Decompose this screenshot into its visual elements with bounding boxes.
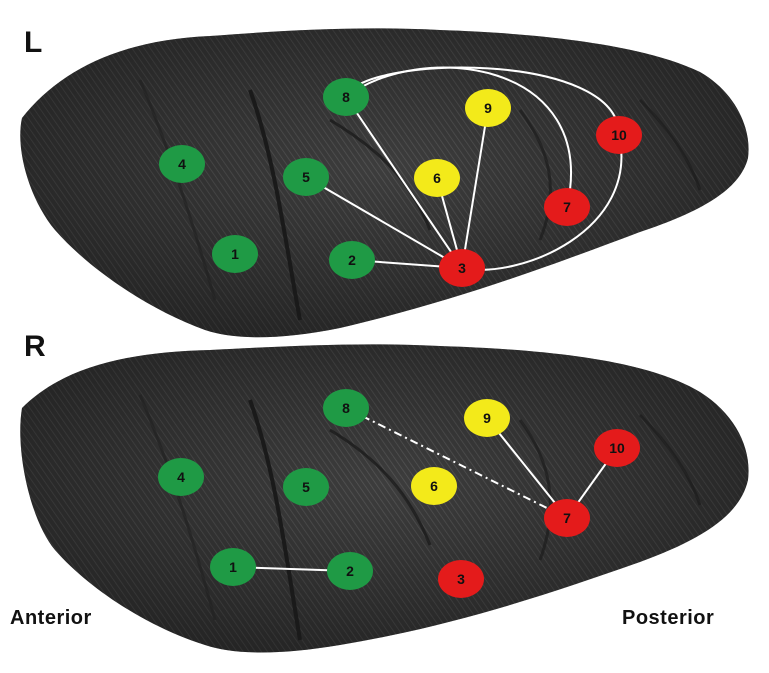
node-r-3-label: 3 <box>457 571 465 587</box>
node-r-5: 5 <box>283 468 329 506</box>
node-l-7-circle <box>544 188 590 226</box>
node-l-6-circle <box>414 159 460 197</box>
node-l-8-label: 8 <box>342 89 350 105</box>
node-l-10: 10 <box>596 116 642 154</box>
edge-l-3-10 <box>461 134 623 271</box>
node-l-4-circle <box>159 145 205 183</box>
node-l-1-circle <box>212 235 258 273</box>
node-r-8-label: 8 <box>342 400 350 416</box>
node-r-9-circle <box>464 399 510 437</box>
node-r-2-label: 2 <box>346 563 354 579</box>
edge-l-8-7 <box>345 66 572 208</box>
node-r-6-circle <box>411 467 457 505</box>
node-r-9-label: 9 <box>483 410 491 426</box>
node-r-1: 1 <box>210 548 256 586</box>
panel-l-tissue <box>20 28 749 338</box>
node-r-1-label: 1 <box>229 559 237 575</box>
node-l-2-label: 2 <box>348 252 356 268</box>
node-r-1-circle <box>210 548 256 586</box>
node-l-9-circle <box>465 89 511 127</box>
node-l-6: 6 <box>414 159 460 197</box>
node-l-8: 8 <box>323 78 369 116</box>
node-l-2: 2 <box>329 241 375 279</box>
node-r-8: 8 <box>323 389 369 427</box>
node-l-7-label: 7 <box>563 199 571 215</box>
panel-label-r: R <box>24 330 46 363</box>
node-r-5-circle <box>283 468 329 506</box>
edge-l-3-9 <box>461 107 489 269</box>
node-l-1: 1 <box>212 235 258 273</box>
edge-l-3-5 <box>305 176 463 269</box>
edge-r-9-7 <box>486 417 568 519</box>
node-r-4: 4 <box>158 458 204 496</box>
node-r-7-circle <box>544 499 590 537</box>
orientation-anterior: Anterior <box>10 607 92 629</box>
node-r-7: 7 <box>544 499 590 537</box>
node-r-4-label: 4 <box>177 469 185 485</box>
node-r-3: 3 <box>438 560 484 598</box>
panel-label-l: L <box>24 26 43 59</box>
node-l-10-circle <box>596 116 642 154</box>
node-l-10-label: 10 <box>611 127 627 143</box>
node-r-9: 9 <box>464 399 510 437</box>
node-l-9-label: 9 <box>484 100 492 116</box>
node-l-5-circle <box>283 158 329 196</box>
node-r-7-label: 7 <box>563 510 571 526</box>
node-l-5: 5 <box>283 158 329 196</box>
node-l-7: 7 <box>544 188 590 226</box>
node-l-5-label: 5 <box>302 169 310 185</box>
node-l-2-circle <box>329 241 375 279</box>
node-l-3: 3 <box>439 249 485 287</box>
node-l-1-label: 1 <box>231 246 239 262</box>
node-l-8-circle <box>323 78 369 116</box>
node-l-4-label: 4 <box>178 156 186 172</box>
edge-l-3-8 <box>345 96 463 269</box>
node-r-6-label: 6 <box>430 478 438 494</box>
node-l-4: 4 <box>159 145 205 183</box>
node-r-6: 6 <box>411 467 457 505</box>
node-l-3-circle <box>439 249 485 287</box>
node-r-10: 10 <box>594 429 640 467</box>
node-l-3-label: 3 <box>458 260 466 276</box>
node-r-2-circle <box>327 552 373 590</box>
node-r-8-circle <box>323 389 369 427</box>
edge-r-8-7 <box>345 407 568 519</box>
panel-r-tissue <box>20 344 749 653</box>
node-r-4-circle <box>158 458 204 496</box>
orientation-posterior: Posterior <box>622 607 715 629</box>
node-l-9: 9 <box>465 89 511 127</box>
node-r-2: 2 <box>327 552 373 590</box>
node-r-5-label: 5 <box>302 479 310 495</box>
node-r-3-circle <box>438 560 484 598</box>
node-r-10-circle <box>594 429 640 467</box>
node-l-6-label: 6 <box>433 170 441 186</box>
edge-l-8-10 <box>345 66 621 136</box>
node-r-10-label: 10 <box>609 440 625 456</box>
